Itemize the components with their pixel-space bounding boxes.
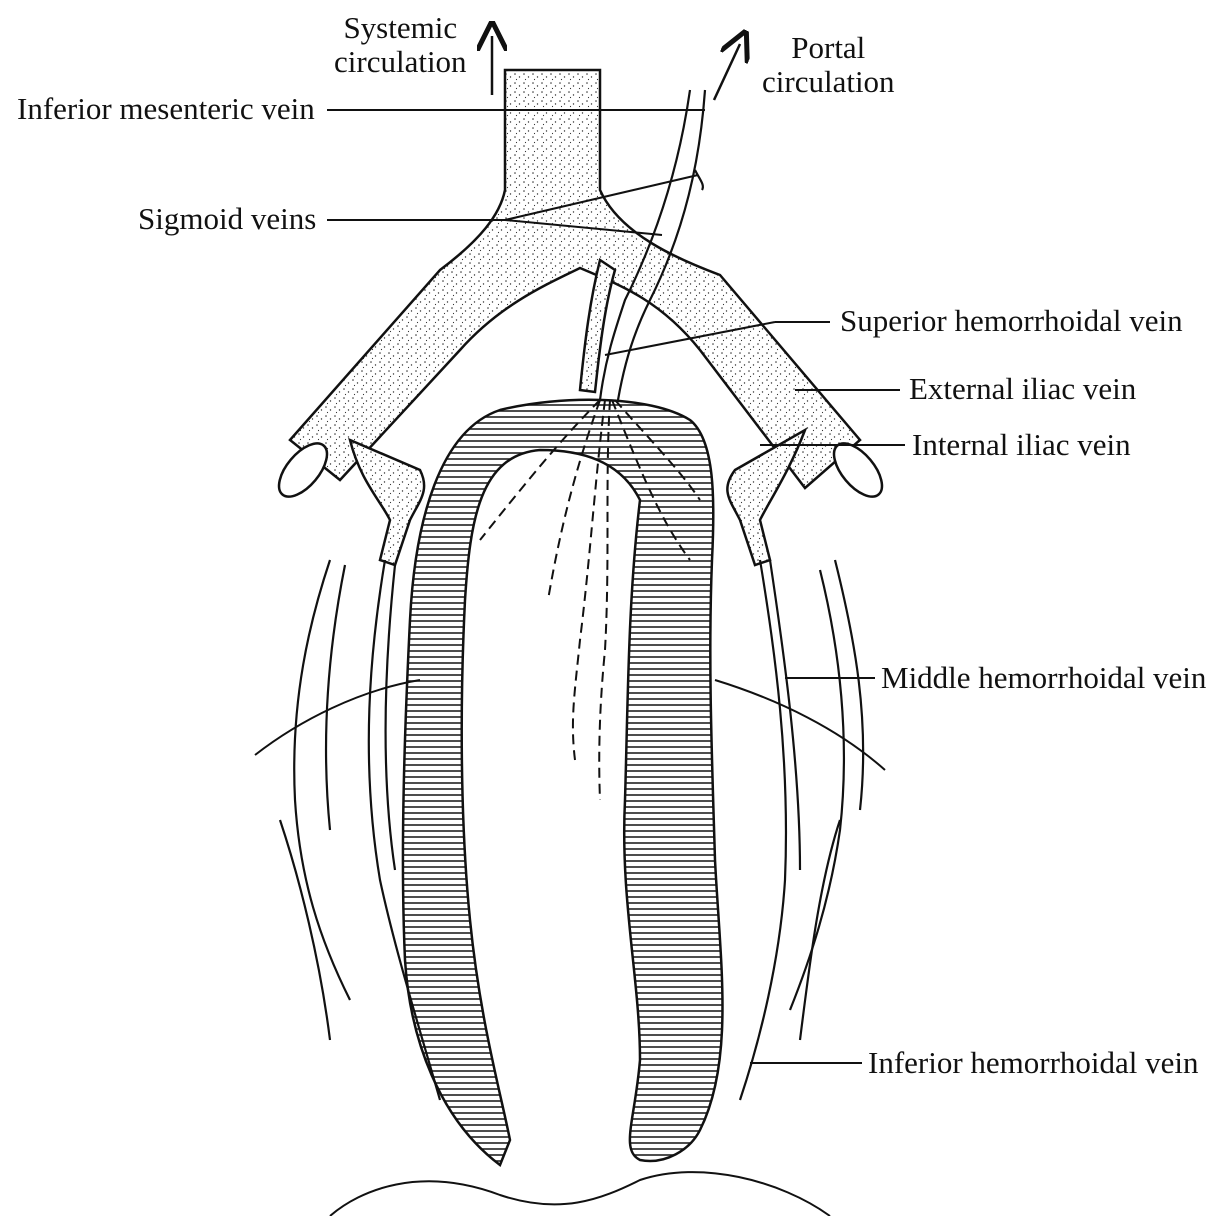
- sigmoid-veins-label: Sigmoid veins: [138, 202, 316, 236]
- middle-hemorrhoidal-vein-label: Middle hemorrhoidal vein: [881, 661, 1206, 695]
- systemic-circulation-label: Systemic circulation: [334, 11, 467, 79]
- internal-iliac-vein-label: Internal iliac vein: [912, 428, 1131, 462]
- rectum: [403, 400, 723, 1165]
- hemorrhoidal-vein-network: [280, 560, 863, 1100]
- pelvic-floor-lines: [255, 680, 885, 1216]
- portal-circulation-label: Portal circulation: [762, 31, 895, 99]
- external-iliac-vein-label: External iliac vein: [909, 372, 1136, 406]
- inferior-mesenteric-vein-label: Inferior mesenteric vein: [17, 92, 315, 126]
- portal-arrow: [714, 44, 740, 100]
- superior-hemorrhoidal-vein-label: Superior hemorrhoidal vein: [840, 304, 1183, 338]
- inferior-hemorrhoidal-vein-label: Inferior hemorrhoidal vein: [868, 1046, 1199, 1080]
